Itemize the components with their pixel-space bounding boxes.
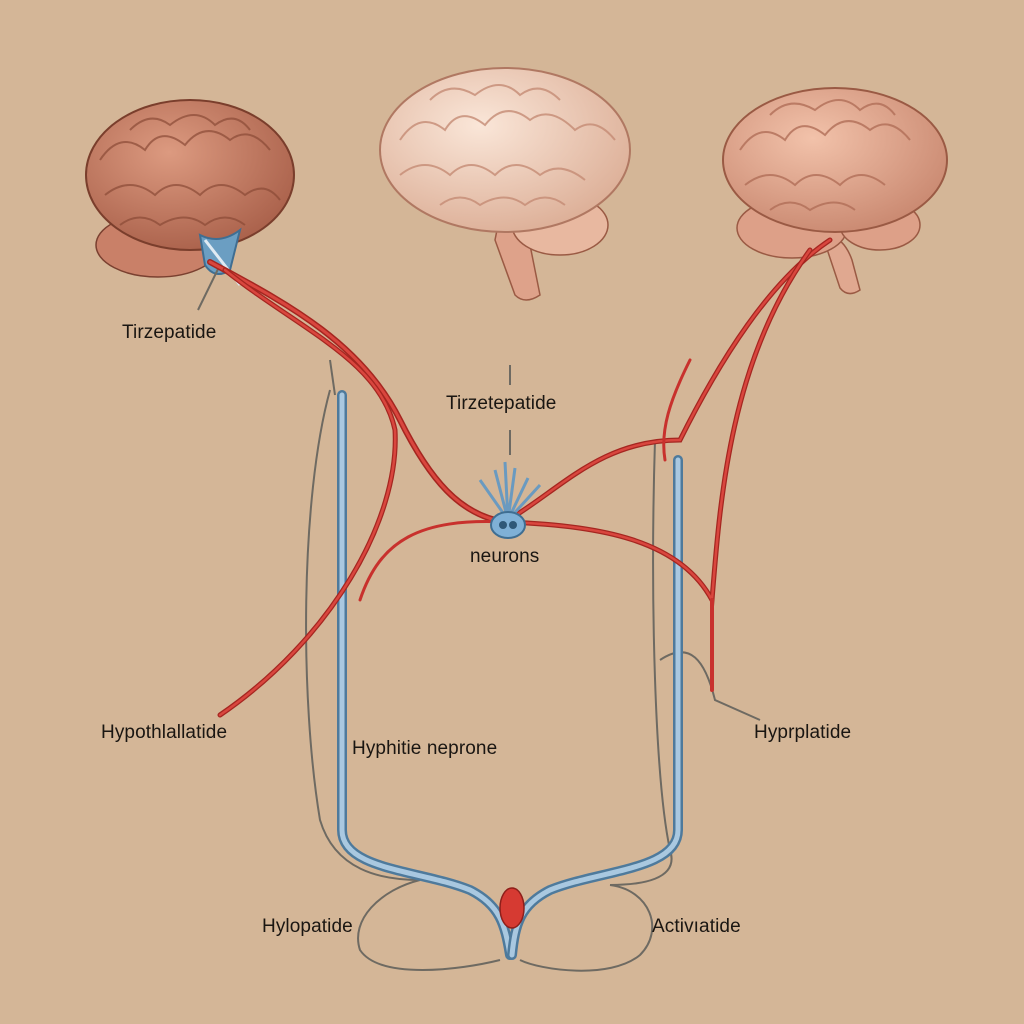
- label-hypothlallatide: Hypothlallatide: [101, 722, 228, 743]
- label-hyphitie-neprone: Hyphitie neprone: [352, 738, 498, 759]
- label-hylopatide: Hylopatide: [262, 916, 353, 937]
- junction-node: [499, 887, 525, 929]
- label-hyprplatide: Hyprplatide: [754, 722, 852, 743]
- brain-left: [85, 99, 295, 286]
- brain-center: [379, 67, 631, 301]
- brain-right: [722, 87, 948, 295]
- neuron-cell: [478, 461, 542, 539]
- label-neurons: neurons: [470, 546, 540, 567]
- label-activiatide: Activıatide: [652, 916, 741, 937]
- red-arteries: [207, 237, 833, 718]
- label-tirzepatide: Tirzepatide: [122, 322, 217, 343]
- grey-fibers: [197, 264, 761, 972]
- label-tirzetepatide: Tirzetepatide: [446, 393, 557, 414]
